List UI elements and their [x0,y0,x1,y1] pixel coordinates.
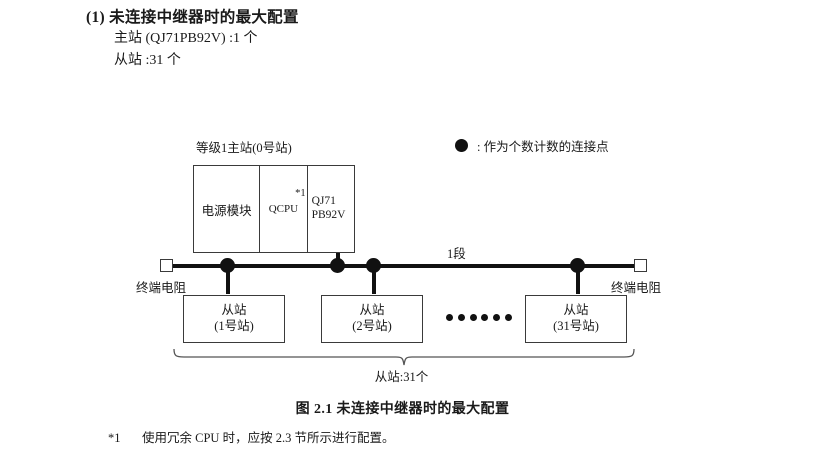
master-station-rack: 电源模块 QCPU *1 QJ71 PB92V [193,165,355,253]
terminator-resistor-right-label: 终端电阻 [611,281,662,295]
connection-point-dot [366,258,381,273]
ellipsis-dot [493,314,501,321]
ellipsis-dot [504,314,512,321]
spec-line-slave: 从站 :31 个 [114,52,181,68]
rack-cell-qcpu: QCPU *1 [260,166,308,252]
slave-station-number: (1号站) [214,319,254,333]
segment-label: 1段 [447,247,466,261]
slave-station-number: (31号站) [553,319,599,333]
connection-point-dot [330,258,345,273]
terminator-resistor-left-icon [160,259,173,272]
slave-drop-line [226,266,230,294]
rack-cell-power-module: 电源模块 [194,166,261,252]
qcpu-footnote-marker: *1 [295,188,306,199]
qcpu-label: QCPU [268,203,299,215]
slave-station-box: 从站 (2号站) [321,295,423,343]
connection-point-dot [220,258,235,273]
slave-group-brace-label: 从站:31个 [0,366,821,385]
legend: : 作为个数计数的连接点 [455,136,609,155]
figure-caption-text: 图 2.1 未连接中继器时的最大配置 [295,402,510,417]
figure-caption: 图 2.1 未连接中继器时的最大配置 [0,398,821,418]
header-section: (1) 未连接中继器时的最大配置 主站 (QJ71PB92V) :1 个 从站 … [86,8,706,72]
slave-drop-line [372,266,376,294]
section-number: (1) [86,9,105,26]
ellipsis-dot [446,314,453,321]
master-station-caption: 等级1主站(0号站) [196,141,292,155]
slave-drop-line [576,266,580,294]
qj71pb92v-label-line1: QJ71 [311,195,336,208]
bus-trunk-line [160,264,640,268]
filled-circle-icon [455,139,468,152]
terminator-resistor-right-icon [634,259,647,272]
slave-station-box: 从站 (1号站) [183,295,285,343]
footnote: *1 使用冗余 CPU 时，应按 2.3 节所示进行配置。 [108,427,394,446]
terminator-resistor-left-label: 终端电阻 [136,281,187,295]
connection-point-dot [570,258,585,273]
slave-station-name: 从站 [221,303,247,318]
footnote-text: 使用冗余 CPU 时，应按 2.3 节所示进行配置。 [142,431,395,445]
ellipsis-dots [446,314,512,321]
section-title: 未连接中继器时的最大配置 [109,9,299,26]
spec-line-master: 主站 (QJ71PB92V) :1 个 [114,31,258,47]
ellipsis-dot [457,314,465,321]
slave-station-box: 从站 (31号站) [525,295,627,343]
page-title: (1) 未连接中继器时的最大配置 [86,8,706,28]
rack-cell-qj71pb92v: QJ71 PB92V [308,166,354,252]
footnote-marker: *1 [108,431,121,445]
slave-station-name: 从站 [359,303,385,318]
slave-group-brace [172,348,636,366]
qj71pb92v-label-line2: PB92V [311,209,346,221]
qj71pb92v-label: QJ71 PB92V [308,195,354,223]
power-module-label: 电源模块 [201,203,252,218]
ellipsis-dot [481,314,489,321]
slave-station-name: 从站 [563,303,589,318]
legend-label: : 作为个数计数的连接点 [477,140,609,154]
slave-group-brace-label-text: 从站:31个 [374,370,429,384]
slave-station-number: (2号站) [352,319,392,333]
ellipsis-dot [469,314,477,321]
